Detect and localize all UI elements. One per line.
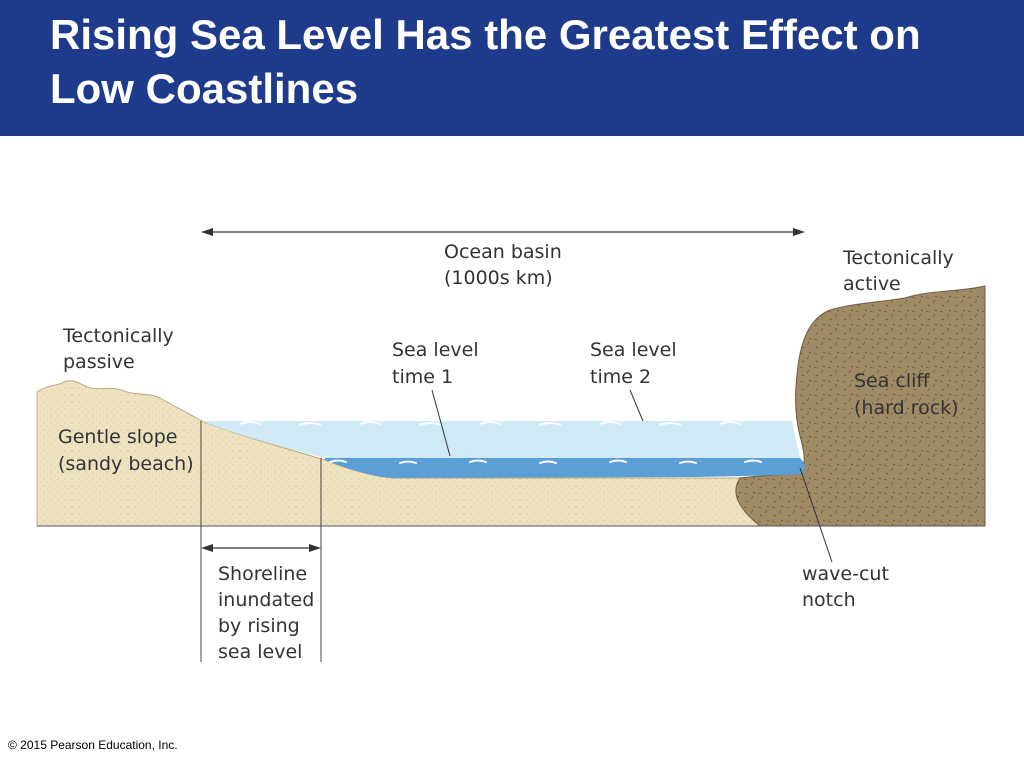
tectonically-active-label: Tectonically active <box>842 247 960 295</box>
wave-highlights <box>239 421 762 464</box>
shoreline-label: Shoreline inundated by rising sea level <box>218 563 320 663</box>
water-time1 <box>325 458 805 478</box>
sea-level-time1-label: Sea level time 1 <box>392 339 485 388</box>
gentle-slope-label: Gentle slope (sandy beach) <box>58 426 194 475</box>
sea-cliff-rock <box>735 285 986 527</box>
sea-level-time2-label: Sea level time 2 <box>590 339 683 388</box>
slide-title: Rising Sea Level Has the Greatest Effect… <box>50 11 921 112</box>
copyright-notice: © 2015 Pearson Education, Inc. <box>8 738 178 752</box>
sea-level-time1-leader <box>431 389 451 457</box>
sea-level-time2-leader <box>629 389 644 422</box>
wave-cut-notch-leader <box>799 467 833 563</box>
water-time2 <box>202 421 800 458</box>
wave-cut-notch-label: wave-cut notch <box>802 563 895 611</box>
tectonically-passive-label: Tectonically passive <box>62 325 180 373</box>
ocean-basin-label: Ocean basin (1000s km) <box>444 241 568 289</box>
title-banner: Rising Sea Level Has the Greatest Effect… <box>0 0 1024 136</box>
shoreline-arrow <box>201 544 321 552</box>
sea-cliff-label: Sea cliff (hard rock) <box>854 370 959 419</box>
ocean-basin-arrow <box>201 228 805 236</box>
shoreline-markers <box>200 421 322 662</box>
